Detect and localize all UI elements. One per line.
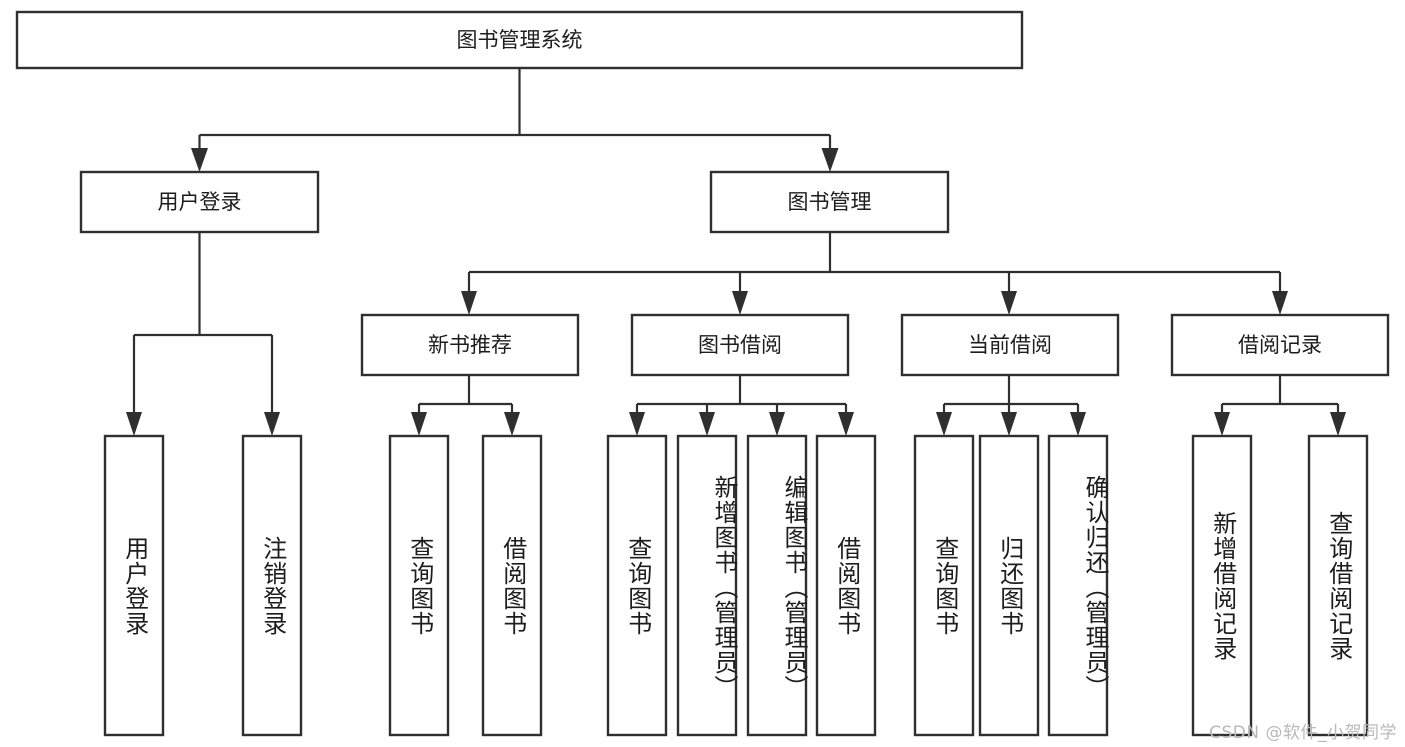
arrowhead-user-login [191,148,208,172]
arrowhead-book-borrow [732,291,748,315]
node-borrow-record-label: 借阅记录 [1238,333,1322,357]
node-root-box[interactable] [15,10,1024,70]
arrowhead-leaf-edit-book [769,412,785,436]
node-new-book-recommend[interactable]: 新书推荐 [360,313,580,377]
arrowhead-leaf-logout [264,412,280,436]
arrowhead-leaf-query-record [1330,412,1346,436]
arrowhead-leaf-add-book [699,412,715,436]
leaf-box-user-login[interactable] [103,434,165,737]
leaf-box-edit-book[interactable] [746,434,808,737]
leaf-box-query-book-1[interactable] [388,434,450,737]
leaf-box-logout[interactable] [241,434,303,737]
arrowhead-book-management [821,148,839,172]
node-new-book-recommend-box[interactable] [360,313,580,377]
arrowhead-leaf-return-book [1001,412,1017,436]
node-book-management[interactable]: 图书管理 [709,170,950,234]
leaf-box-return-book[interactable] [978,434,1040,737]
connectors [126,68,1346,436]
node-new-book-recommend-label: 新书推荐 [428,333,512,357]
watermark-text: CSDN @软件_小贺同学 [1209,723,1397,743]
nodes: 图书管理系统 用户登录 图书管理 新书推荐 图书借阅 [15,10,1390,737]
node-root-label: 图书管理系统 [457,28,583,52]
node-book-management-label: 图书管理 [788,190,872,214]
node-user-login-label: 用户登录 [158,190,242,214]
leaf-box-borrow-book-1[interactable] [481,434,543,737]
node-book-management-box[interactable] [709,170,950,234]
leaf-box-borrow-book-2[interactable] [815,434,877,737]
node-current-borrow-box[interactable] [900,313,1120,377]
node-borrow-record[interactable]: 借阅记录 [1170,313,1390,377]
arrowhead-leaf-add-record [1214,412,1230,436]
node-book-borrow-label: 图书借阅 [698,333,782,357]
node-root[interactable]: 图书管理系统 [15,10,1024,70]
arrowhead-leaf-query-book-1 [411,412,427,436]
arrowhead-current-borrow [1001,291,1017,315]
leaf-box-add-record[interactable] [1191,434,1253,737]
arrowhead-new-book-recommend [461,291,477,315]
leaf-box-query-record[interactable] [1307,434,1369,737]
leaf-box-query-book-2[interactable] [606,434,668,737]
node-user-login[interactable]: 用户登录 [79,170,320,234]
node-user-login-box[interactable] [79,170,320,234]
node-current-borrow[interactable]: 当前借阅 [900,313,1120,377]
node-book-borrow-box[interactable] [630,313,850,377]
node-current-borrow-label: 当前借阅 [968,333,1052,357]
arrowhead-leaf-query-book-3 [936,412,952,436]
node-borrow-record-box[interactable] [1170,313,1390,377]
node-book-borrow[interactable]: 图书借阅 [630,313,850,377]
leaf-box-confirm-return[interactable] [1047,434,1109,737]
arrowhead-leaf-confirm-return [1070,412,1086,436]
arrowhead-leaf-user-login [126,412,142,436]
arrowhead-leaf-borrow-book-1 [504,412,520,436]
leaf-box-query-book-3[interactable] [913,434,975,737]
arrowhead-leaf-borrow-book-2 [838,412,854,436]
arrowhead-leaf-query-book-2 [629,412,645,436]
arrowhead-borrow-record [1272,291,1288,315]
leaf-box-add-book[interactable] [676,434,738,737]
